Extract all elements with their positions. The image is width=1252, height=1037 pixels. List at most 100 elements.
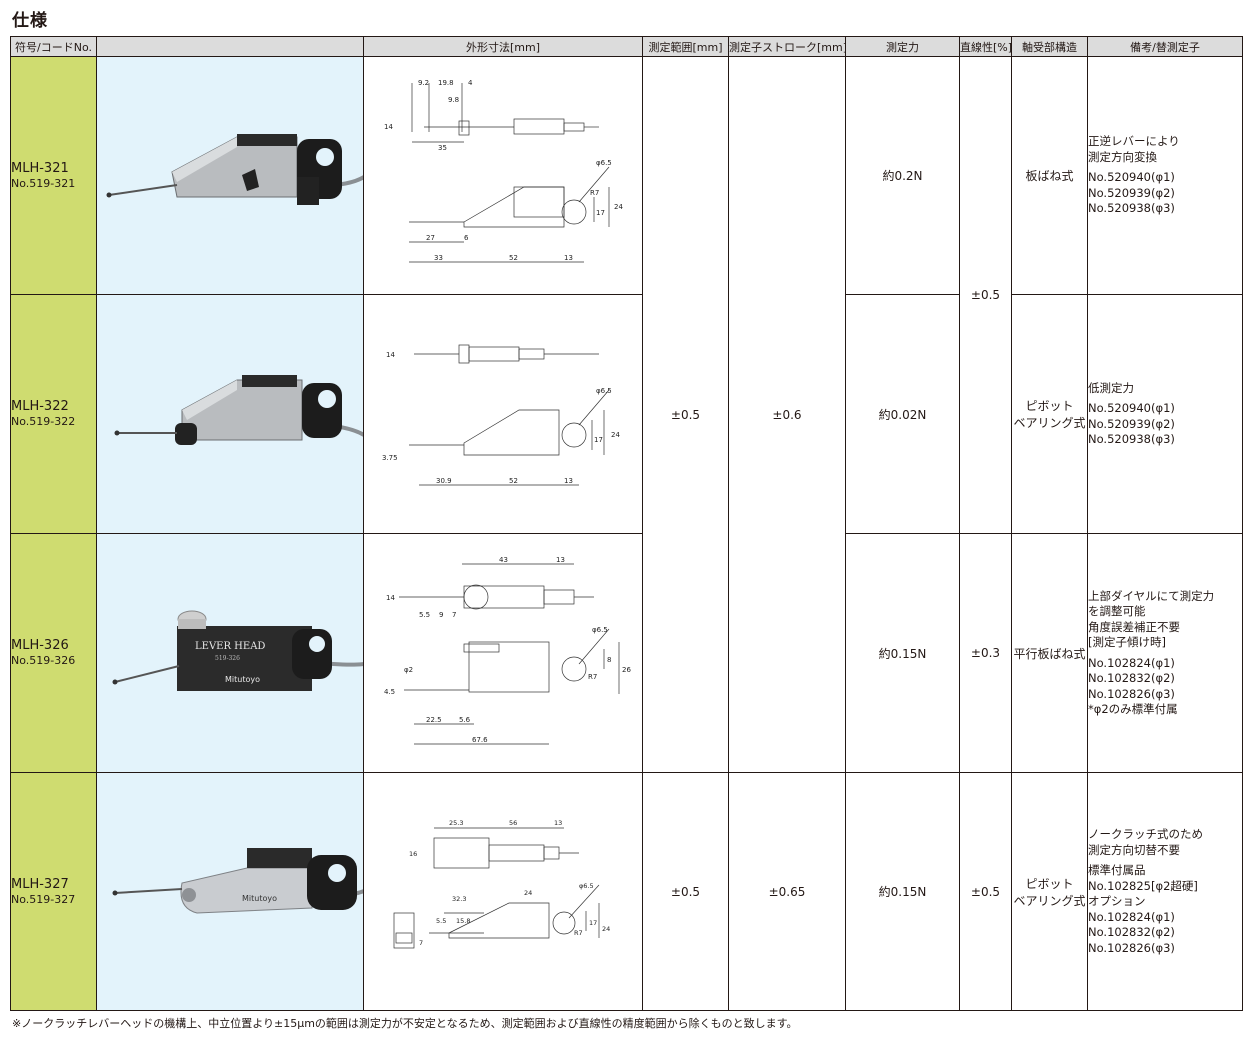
product-photo [96, 56, 364, 295]
lever-head-photo-icon: LEVER HEAD 519-326 Mitutoyo [112, 610, 363, 691]
dim-d: 9.8 [448, 96, 459, 104]
dimension-drawing: 43 13 14 5.5 9 7 φ2 4.5 22.5 5.6 67.6 8 … [363, 533, 643, 773]
photo-sub: 519-326 [215, 655, 240, 662]
stroke-cell: ±0.6 [728, 56, 846, 773]
note-line: No.102824(φ1) [1088, 909, 1175, 924]
dim-j: 5.6 [459, 716, 471, 724]
table-row: MLH-326 No.519-326 LEVER HEAD 519-326 Mi… [10, 533, 1243, 773]
dimension-drawing: 14 3.75 30.9 52 13 17 24 φ6.5 [363, 294, 643, 534]
note-line: No.520939(φ2) [1088, 185, 1175, 200]
model-name: MLH-321 [11, 160, 69, 176]
dimension-drawing: 9.2 19.8 4 9.8 14 35 27 6 33 52 13 17 24… [363, 56, 643, 295]
dim-a: 9.2 [418, 79, 429, 87]
force-cell: 約0.15N [845, 772, 960, 1011]
dim-phi: φ6.5 [592, 626, 608, 634]
note-line: No.102826(φ3) [1088, 940, 1175, 955]
dim-j: 17 [589, 919, 597, 927]
dim-r: R7 [590, 189, 599, 197]
dim-f: 17 [594, 436, 603, 444]
dim-d: 52 [509, 477, 518, 485]
dim-b: 13 [556, 556, 565, 564]
header-range: 測定範囲[mm] [642, 36, 729, 57]
product-photo [96, 294, 364, 534]
note-line: 上部ダイヤルにて測定力 [1088, 588, 1215, 603]
notes-cell: 上部ダイヤルにて測定力 を調整可能 角度誤差補正不要 [測定子傾け時] No.1… [1087, 533, 1243, 773]
code-cell: MLH-322 No.519-322 [10, 294, 97, 534]
dim-c: 13 [554, 819, 562, 827]
note-line: オプション [1088, 894, 1146, 908]
model-name: MLH-326 [11, 638, 69, 653]
stroke-cell: ±0.65 [728, 772, 846, 1011]
code-number: No.519-322 [11, 415, 76, 428]
dim-h: 6 [464, 234, 469, 242]
header-linearity: 直線性[%] [959, 36, 1012, 57]
note-line: 測定方向変換 [1088, 149, 1157, 164]
dim-d: 16 [409, 850, 417, 858]
dim-e: 32.3 [452, 895, 466, 903]
dim-a: 25.3 [449, 819, 463, 827]
dim-phi: φ6.5 [596, 159, 612, 167]
note-line: 角度誤差補正不要 [1088, 619, 1180, 634]
brand-logo: Mitutoyo [225, 675, 260, 684]
dim-b: 19.8 [438, 79, 454, 87]
dim-g: φ2 [404, 666, 413, 674]
linearity-cell: ±0.3 [959, 533, 1012, 773]
model-name: MLH-327 [11, 876, 69, 892]
bearing-cell: 平行板ばね式 [1011, 533, 1088, 773]
note-line: 正逆レバーにより [1088, 134, 1180, 149]
dim-k: 24 [602, 925, 610, 933]
note-line: No.520938(φ3) [1088, 201, 1175, 216]
note-line: No.102824(φ1) [1088, 655, 1175, 670]
code-cell: MLH-326 No.519-326 [10, 533, 97, 773]
dim-r: R7 [588, 673, 597, 681]
notes-cell: 低測定力 No.520940(φ1) No.520939(φ2) No.5209… [1087, 294, 1243, 534]
dim-j: 52 [509, 254, 518, 262]
dim-c: 30.9 [436, 477, 452, 485]
range-cell: ±0.5 [642, 56, 729, 773]
note-line: 標準付属品 [1088, 863, 1146, 877]
dim-i: 7 [419, 939, 423, 947]
photo-label: LEVER HEAD [195, 641, 265, 652]
dimension-drawing-icon: 14 3.75 30.9 52 13 17 24 φ6.5 [382, 344, 620, 486]
notes-cell: ノークラッチ式のため 測定方向切替不要 標準付属品 No.102825[φ2超硬… [1087, 772, 1243, 1011]
bearing-cell: ピボット ベアリング式 [1011, 294, 1088, 534]
header-notes: 備考/替測定子 [1087, 36, 1243, 57]
dim-a: 43 [499, 556, 508, 564]
force-cell: 約0.15N [845, 533, 960, 773]
bearing-line: ピボット [1025, 399, 1074, 413]
note-line: を調整可能 [1088, 604, 1146, 618]
dimension-drawing: 25.3 56 13 16 32.3 24 5.5 15.8 7 17 24 φ… [363, 772, 643, 1011]
header-photo [96, 36, 364, 57]
lever-head-photo-icon [106, 134, 363, 205]
bearing-line: 平行板ばね式 [1013, 646, 1086, 661]
dim-g: 24 [611, 431, 620, 439]
code-number: No.519-321 [11, 176, 76, 190]
notes-cell: 正逆レバーにより 測定方向変換 No.520940(φ1) No.520939(… [1087, 56, 1243, 295]
code-number: No.519-327 [11, 892, 76, 906]
note-line: No.102826(φ3) [1088, 686, 1175, 701]
bearing-line: ピボット [1025, 876, 1074, 891]
note-line: No.520938(φ3) [1088, 432, 1175, 446]
footnote: ※ノークラッチレバーヘッドの機構上、中立位置より±15μmの範囲は測定力が不安定… [12, 1017, 798, 1030]
header-dims: 外形寸法[mm] [363, 36, 643, 57]
code-cell: MLH-321 No.519-321 [10, 56, 97, 295]
note-line: *φ2のみ標準付属 [1088, 702, 1178, 716]
note-line: No.520939(φ2) [1088, 416, 1175, 431]
dim-e: 9 [439, 611, 443, 619]
dimension-drawing-icon: 43 13 14 5.5 9 7 φ2 4.5 22.5 5.6 67.6 8 … [384, 556, 631, 745]
bearing-line: 板ばね式 [1025, 169, 1074, 183]
dim-m: 24 [614, 203, 623, 211]
product-photo: LEVER HEAD 519-326 Mitutoyo [96, 533, 364, 773]
dimension-drawing-icon: 9.2 19.8 4 9.8 14 35 27 6 33 52 13 17 24… [384, 79, 623, 263]
dim-d: 5.5 [419, 611, 430, 619]
dim-k: 67.6 [472, 736, 488, 744]
dim-b: 3.75 [382, 454, 398, 462]
dim-i: 33 [434, 254, 443, 262]
dim-phi: φ6.5 [596, 387, 612, 395]
note-line: No.520940(φ1) [1088, 170, 1175, 185]
dim-g: 27 [426, 234, 435, 242]
range-cell: ±0.5 [642, 772, 729, 1011]
model-name: MLH-322 [11, 399, 69, 414]
dim-c: 4 [468, 79, 473, 87]
note-line: [測定子傾け時] [1088, 635, 1166, 649]
